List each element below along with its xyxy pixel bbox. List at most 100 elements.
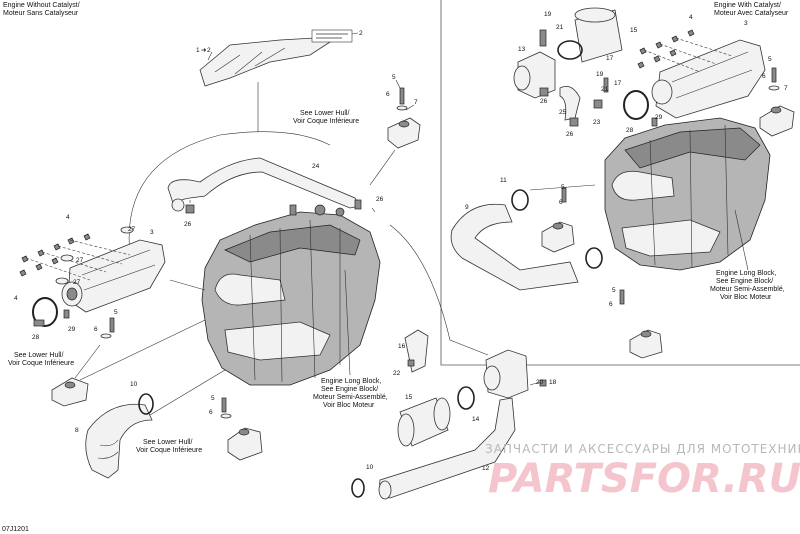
callout-26c: 26 bbox=[540, 98, 548, 105]
callout-28b: 28 bbox=[626, 127, 634, 134]
heat-shield-cover bbox=[199, 29, 353, 87]
callout-2a: 2 bbox=[207, 47, 211, 54]
callout-4c: 4 bbox=[689, 14, 693, 21]
callout-5a: 5 bbox=[392, 74, 396, 81]
bolt-29-left bbox=[63, 309, 70, 319]
exhaust-hose-9 bbox=[450, 203, 579, 291]
catalyst-section-frame bbox=[440, 0, 800, 366]
note-engine-right-1: Engine Long Block, bbox=[716, 270, 776, 277]
callout-5e: 5 bbox=[561, 184, 565, 191]
hose-24 bbox=[167, 157, 361, 212]
callout-24: 24 bbox=[312, 163, 320, 170]
callout-19b: 19 bbox=[596, 71, 604, 78]
water-box-center bbox=[483, 349, 529, 399]
callout-23: 23 bbox=[593, 119, 601, 126]
note-engine-center-2: See Engine Block/ bbox=[321, 386, 378, 393]
clamp-11 bbox=[511, 189, 529, 211]
gasket-27a bbox=[120, 226, 134, 234]
callout-5b: 5 bbox=[114, 309, 118, 316]
callout-6d: 6 bbox=[762, 73, 766, 80]
callout-15b: 15 bbox=[405, 394, 413, 401]
callout-26b: 26 bbox=[376, 196, 384, 203]
hose-clamp-26-left bbox=[185, 204, 195, 214]
callout-12: 12 bbox=[482, 465, 490, 472]
callout-29a: 29 bbox=[68, 326, 76, 333]
note-engine-right-4: Voir Bloc Moteur bbox=[720, 294, 772, 301]
callout-18: 18 bbox=[549, 379, 557, 386]
manifold-bolts-left bbox=[19, 233, 91, 277]
clamp-28-left bbox=[32, 297, 58, 327]
callout-27c: 27 bbox=[73, 279, 81, 286]
engine-mount-left bbox=[51, 317, 115, 407]
callout-7a: 7 bbox=[414, 99, 418, 106]
clamp-26-right-b bbox=[569, 117, 579, 127]
note-engine-center-3: Moteur Semi-Assemblé, bbox=[313, 394, 388, 401]
note-engine-center-1: Engine Long Block, bbox=[321, 378, 381, 385]
engine-mount-bottom bbox=[220, 397, 263, 461]
clamp-10-bottom bbox=[351, 478, 365, 498]
clamp-14 bbox=[457, 386, 475, 410]
hose-clamp-26-top bbox=[354, 199, 362, 210]
callout-13: 13 bbox=[518, 46, 526, 53]
callout-5c: 5 bbox=[211, 395, 215, 402]
label-without-catalyst-1: Engine Without Catalyst/ bbox=[3, 2, 80, 9]
note-hull-top-2: Voir Coque Inférieure bbox=[293, 118, 359, 125]
callout-10b: 10 bbox=[366, 464, 374, 471]
callout-17a: 17 bbox=[606, 55, 614, 62]
note-hull-bottom-2: Voir Coque Inférieure bbox=[136, 447, 202, 454]
callout-5f: 5 bbox=[612, 287, 616, 294]
callout-21b: 21 bbox=[601, 86, 609, 93]
callout-27b: 27 bbox=[76, 257, 84, 264]
arc-leader-right bbox=[389, 224, 489, 356]
note-hull-top-1: See Lower Hull/ bbox=[300, 110, 349, 117]
callout-8: 8 bbox=[75, 427, 79, 434]
callout-6c: 6 bbox=[209, 409, 213, 416]
manifold-bolts-right bbox=[637, 29, 695, 69]
callout-6f: 6 bbox=[609, 301, 613, 308]
callout-15a: 15 bbox=[630, 27, 638, 34]
engine-mount-right-mid bbox=[541, 187, 575, 253]
exhaust-pipe-12 bbox=[378, 397, 516, 500]
filter-15-right bbox=[574, 7, 623, 63]
clamp-28-right bbox=[623, 90, 649, 120]
callout-9: 9 bbox=[465, 204, 469, 211]
arc-leader-top bbox=[128, 131, 331, 256]
engine-center-leader bbox=[344, 269, 351, 376]
callout-19a: 19 bbox=[544, 11, 552, 18]
callout-3b: 3 bbox=[744, 20, 748, 27]
hose8-leader bbox=[149, 369, 226, 416]
callout-29b: 29 bbox=[655, 114, 663, 121]
clamp-14-right bbox=[557, 40, 583, 60]
exhaust-manifold-left bbox=[61, 239, 166, 313]
callout-6a: 6 bbox=[386, 91, 390, 98]
bolt-21-right bbox=[603, 77, 609, 93]
callout-27a: 27 bbox=[128, 226, 136, 233]
callout-11: 11 bbox=[500, 177, 507, 184]
engine-mount-top bbox=[387, 87, 421, 149]
clamp-26-right-a bbox=[539, 87, 549, 97]
callout-6e: 6 bbox=[559, 199, 563, 206]
sensor-19 bbox=[539, 29, 547, 47]
callout-4b: 4 bbox=[14, 295, 18, 302]
label-with-catalyst-1: Engine With Catalyst/ bbox=[714, 2, 781, 9]
label-without-catalyst-2: Moteur Sans Catalyseur bbox=[3, 10, 79, 17]
callout-28a: 28 bbox=[32, 334, 40, 341]
callout-2b: 2 bbox=[359, 30, 363, 37]
callout-6b: 6 bbox=[94, 326, 98, 333]
fitting-23 bbox=[593, 99, 603, 109]
callout-5d: 5 bbox=[768, 56, 772, 63]
label-with-catalyst-2: Moteur Avec Catalyseur bbox=[714, 10, 789, 17]
note-hull-left-2: Voir Coque Inférieure bbox=[8, 360, 74, 367]
clamp-10-hose bbox=[138, 393, 154, 415]
note-engine-right-3: Moteur Semi-Assemblé, bbox=[710, 286, 785, 293]
callout-14: 14 bbox=[472, 416, 480, 423]
callout-26a: 26 bbox=[184, 221, 192, 228]
callout-3a: 3 bbox=[150, 229, 154, 236]
engine-block-right bbox=[604, 117, 771, 271]
note-hull-left-1: See Lower Hull/ bbox=[14, 352, 63, 359]
resonator-15 bbox=[397, 397, 451, 447]
engine-right-leader bbox=[734, 209, 749, 271]
note-engine-right-2: See Engine Block/ bbox=[716, 278, 773, 285]
